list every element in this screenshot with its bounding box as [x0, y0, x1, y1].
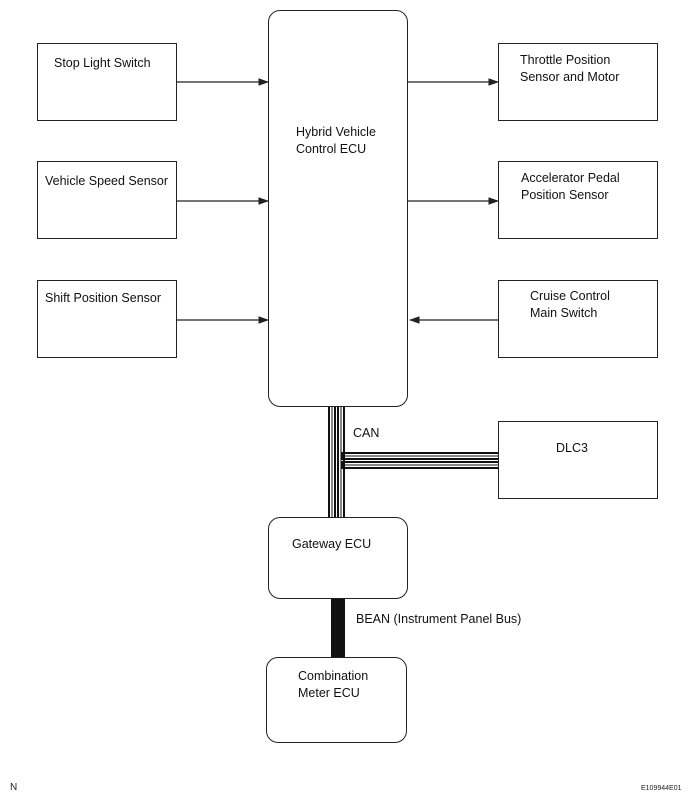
cruise-control-main-switch-label: Cruise Control Main Switch: [530, 289, 610, 320]
dlc3-label: DLC3: [556, 441, 588, 455]
can-bus-label: CAN: [353, 426, 380, 440]
dlc3-box: [498, 421, 658, 499]
shift-position-sensor-box: [37, 280, 177, 358]
can-bus: [328, 407, 498, 517]
throttle-position-sensor-motor-label: Throttle Position Sensor and Motor: [520, 53, 620, 84]
stop-light-switch-label: Stop Light Switch: [54, 56, 151, 70]
vehicle-speed-sensor-label: Vehicle Speed Sensor: [45, 174, 169, 188]
bean-bus: [331, 599, 345, 657]
combination-meter-ecu-box: [266, 657, 407, 743]
stop-light-switch-box: [37, 43, 177, 121]
vehicle-speed-sensor-box: [37, 161, 177, 239]
orientation-mark: N: [10, 782, 18, 793]
bean-bus-label: BEAN (Instrument Panel Bus): [356, 612, 522, 626]
combination-meter-ecu-label: Combination Meter ECU: [298, 669, 369, 700]
figure-code: E109944E01: [641, 785, 682, 792]
gateway-ecu-label: Gateway ECU: [292, 537, 372, 551]
hybrid-vehicle-control-ecu-label: Hybrid Vehicle Control ECU: [296, 125, 376, 156]
accelerator-pedal-position-sensor-box: [498, 161, 658, 239]
accelerator-pedal-position-sensor-label: Accelerator Pedal Position Sensor: [521, 171, 620, 202]
hybrid-vehicle-control-ecu-box: [268, 10, 408, 407]
gateway-ecu-box: [268, 517, 408, 599]
shift-position-sensor-label: Shift Position Sensor: [45, 291, 162, 305]
throttle-position-sensor-motor-box: [498, 43, 658, 121]
cruise-control-main-switch-box: [498, 280, 658, 358]
